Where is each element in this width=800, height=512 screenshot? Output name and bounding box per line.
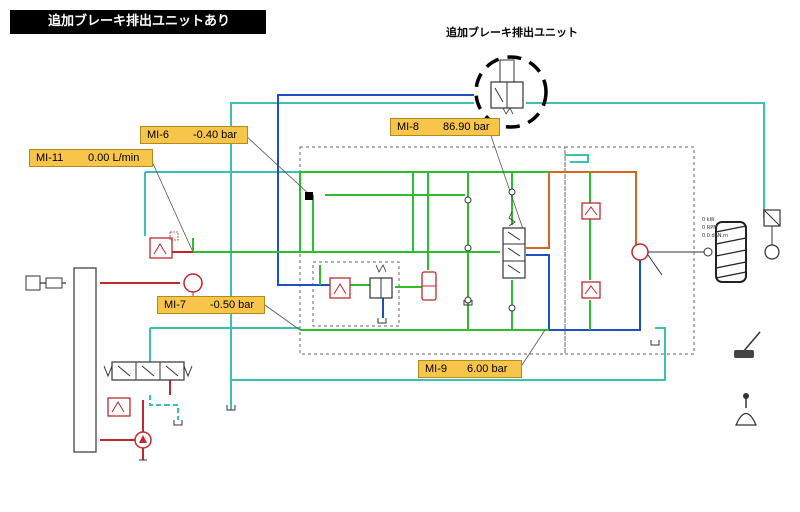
meter-id: MI-9 <box>425 363 447 375</box>
meter-mi-6: MI-6 -0.40 bar <box>140 126 248 144</box>
shaft-coupling-icon <box>703 247 713 257</box>
meter-value: 86.90 bar <box>443 121 490 133</box>
red-lines <box>100 240 193 460</box>
joystick-icon <box>735 393 757 426</box>
meter-mi-8: MI-8 86.90 bar <box>390 118 500 136</box>
orange-lines <box>526 171 637 249</box>
meter-mi-7: MI-7 -0.50 bar <box>157 296 265 314</box>
meter-value: 6.00 bar <box>467 363 508 375</box>
meter-id: MI-7 <box>164 299 186 311</box>
coupling-icon <box>45 277 63 289</box>
tank-icons <box>173 300 660 426</box>
meter-leader-lines <box>149 126 546 369</box>
wheel-readout-power: 0 kW <box>702 217 715 223</box>
tire-icon <box>715 221 747 283</box>
wheel-readout-torque: 0.0 daN.m <box>702 233 728 239</box>
meter-mi-11: MI-11 0.00 L/min <box>29 149 153 167</box>
junction-marker <box>305 192 313 200</box>
manifold-block <box>73 267 97 453</box>
brake-block-boundary <box>564 146 695 355</box>
brake-discharge-unit-label: 追加ブレーキ排出ユニット <box>446 26 578 39</box>
meter-value: -0.50 bar <box>210 299 255 311</box>
directional-valve-icon <box>103 361 193 381</box>
meter-id: MI-8 <box>397 121 419 133</box>
meter-value: 0.00 L/min <box>88 152 140 164</box>
brake-cylinder-icon <box>631 243 649 261</box>
highlight-dashed-circle <box>474 55 548 129</box>
relief-valve-left-icon <box>149 231 179 259</box>
solenoid-actuator-icon <box>763 209 781 260</box>
page-title: 追加ブレーキ排出ユニットあり <box>10 10 266 34</box>
check-valve-icons <box>464 188 516 312</box>
relief-valve-lower-icon <box>107 397 131 417</box>
brake-discharge-unit-icon <box>490 59 524 115</box>
brake-valve-lower-icon <box>581 281 601 299</box>
brake-valve-upper-icon <box>581 202 601 220</box>
cyan-lines <box>144 102 765 420</box>
flow-meter-icon <box>183 273 203 293</box>
reducing-valve-group-boundary <box>312 261 400 327</box>
wheel-readout-speed: 0 RPM <box>702 225 718 231</box>
meter-value: -0.40 bar <box>193 129 238 141</box>
meter-id: MI-6 <box>147 129 169 141</box>
reducing-valve-icon <box>329 264 393 299</box>
lever-icon <box>734 331 761 358</box>
meter-id: MI-11 <box>36 152 64 164</box>
main-control-valve-icon <box>502 211 526 279</box>
meter-mi-9: MI-9 6.00 bar <box>418 360 522 378</box>
motor-box <box>25 275 41 291</box>
